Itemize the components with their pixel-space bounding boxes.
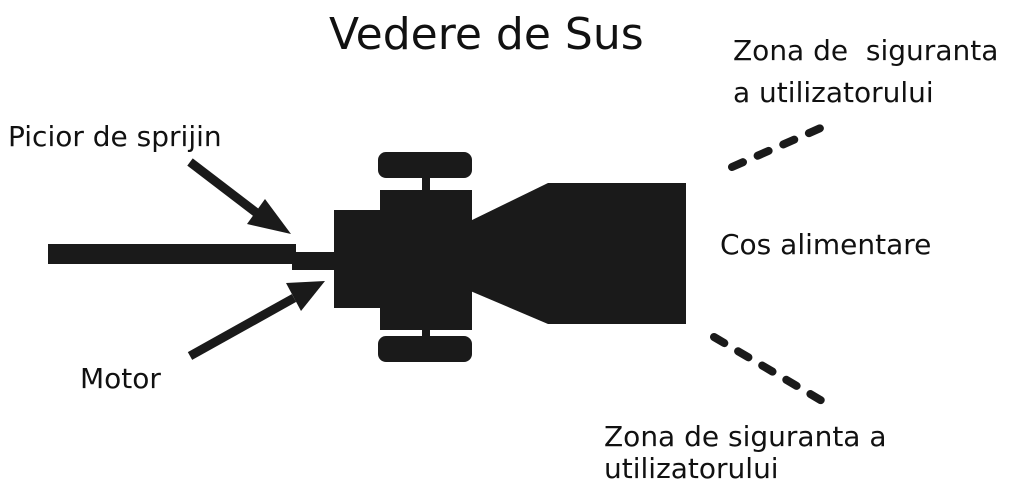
safety-zone-top-label-line2: a utilizatorului [733, 76, 934, 109]
safety-zone-lines [710, 119, 838, 412]
support-leg-arrow [187, 158, 291, 234]
tow-bar [48, 244, 296, 264]
support-leg-label: Picior de sprijin [8, 120, 222, 153]
safety-zone-bottom-label-line2: utilizatorului [604, 452, 779, 485]
diagram-title: Vedere de Sus [329, 9, 644, 60]
safety-zone-bottom-label-line1: Zona de siguranta a [604, 420, 887, 453]
safety-zone-line-top [728, 119, 836, 171]
wheel-bottom [378, 336, 472, 362]
motor-label: Motor [80, 362, 161, 395]
safety-zone-line-bottom [710, 333, 838, 412]
axle-top [422, 172, 430, 194]
motor-arrow [187, 281, 325, 360]
support-leg-stub [292, 252, 340, 270]
arrows [187, 158, 325, 360]
machine-body [380, 190, 472, 330]
machine-silhouette [48, 152, 686, 362]
engine-block [334, 210, 384, 308]
feed-hopper [468, 183, 686, 324]
safety-zone-top-label-line1: Zona de siguranta [733, 34, 999, 67]
wheel-top [378, 152, 472, 178]
feed-hopper-label: Cos alimentare [720, 228, 932, 261]
